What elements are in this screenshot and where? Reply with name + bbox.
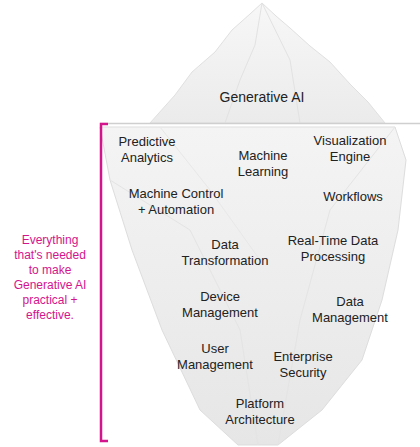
bracket <box>101 124 108 441</box>
bracket-note: Everything that's needed to make Generat… <box>10 233 90 323</box>
iceberg-tip <box>150 3 385 123</box>
layer-label: Data Transformation <box>175 237 275 269</box>
waterline <box>100 123 420 125</box>
layer-label: Real-Time Data Processing <box>283 233 383 265</box>
tip-label: Generative AI <box>202 89 322 106</box>
layer-label: User Management <box>170 341 260 373</box>
layer-label: Platform Architecture <box>215 396 305 428</box>
layer-label: Predictive Analytics <box>107 134 187 166</box>
layer-label: Enterprise Security <box>258 349 348 381</box>
iceberg-facet <box>278 127 395 445</box>
layer-label: Machine Learning <box>223 148 303 180</box>
layer-label: Data Management <box>305 294 395 326</box>
layer-label: Device Management <box>175 289 265 321</box>
layer-label: Visualization Engine <box>300 133 400 165</box>
iceberg-underwater <box>100 127 406 445</box>
layer-label: Machine Control + Automation <box>126 186 226 218</box>
layer-label: Workflows <box>303 189 403 205</box>
